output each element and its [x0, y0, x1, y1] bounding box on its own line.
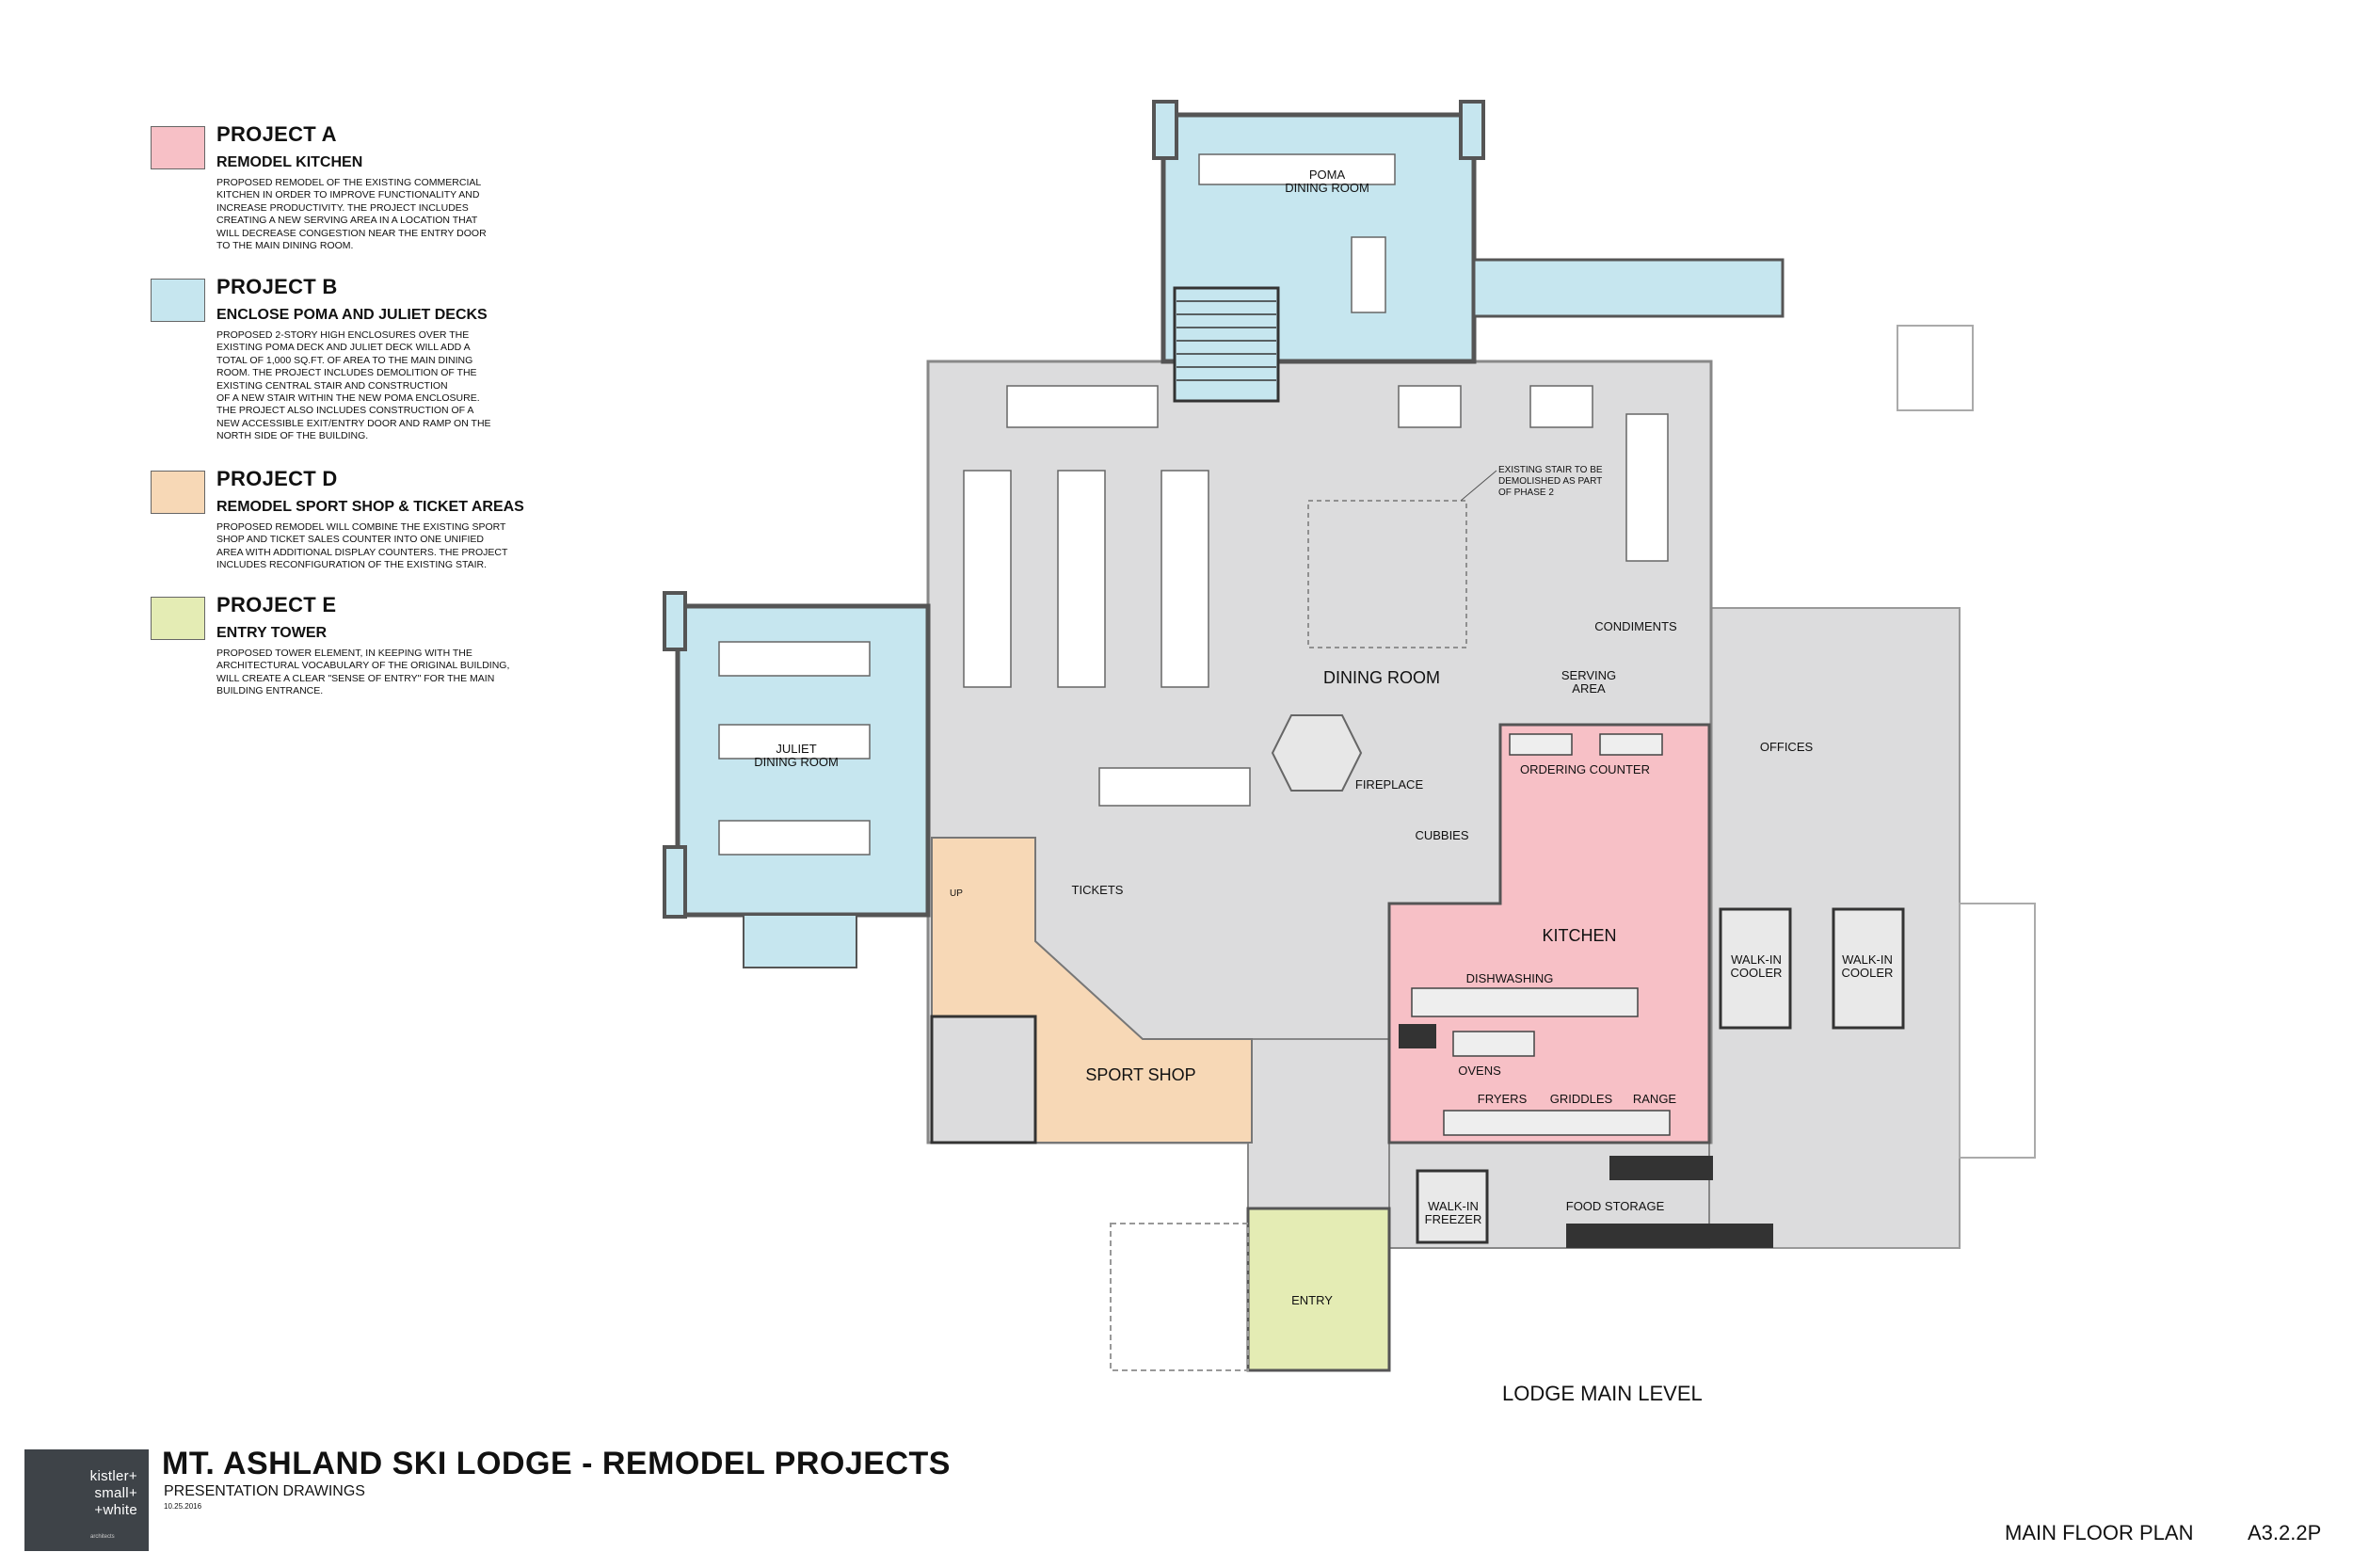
legend-description: PROPOSED REMODEL OF THE EXISTING COMMERC…	[216, 177, 487, 252]
juliet-ramp	[743, 914, 857, 968]
label-fireplace: FIREPLACE	[1355, 777, 1424, 792]
label-ordering-counter: ORDERING COUNTER	[1520, 762, 1650, 776]
logo-line-1: kistler+	[89, 1468, 137, 1484]
legend-swatch-project-d	[151, 471, 205, 514]
legend-title: PROJECT A	[216, 122, 337, 146]
label-tickets: TICKETS	[1072, 883, 1124, 897]
legend-description: PROPOSED 2-STORY HIGH ENCLOSURES OVER TH…	[216, 329, 491, 442]
note-line-3: OF PHASE 2	[1498, 488, 1554, 498]
north-outbuilding	[1897, 325, 1974, 411]
label-walk-in-cooler-2a: WALK-IN	[1842, 952, 1893, 967]
legend-swatch-project-a	[151, 126, 205, 169]
note-leader	[1460, 470, 1497, 502]
juliet-bay-top	[663, 591, 687, 651]
legend-subtitle: REMODEL KITCHEN	[216, 154, 363, 170]
legend-swatch-project-b	[151, 279, 205, 322]
level-label: LODGE MAIN LEVEL	[1502, 1382, 1703, 1405]
label-fryers: FRYERS	[1478, 1092, 1528, 1106]
legend-title: PROJECT B	[216, 275, 338, 298]
legend-description: PROPOSED REMODEL WILL COMBINE THE EXISTI…	[216, 521, 508, 571]
label-juliet-1: JULIET	[776, 742, 816, 756]
label-dishwashing: DISHWASHING	[1466, 971, 1554, 985]
label-cubbies: CUBBIES	[1415, 828, 1468, 842]
storage-shelving	[1399, 1024, 1773, 1248]
label-offices: OFFICES	[1760, 740, 1814, 754]
sport-shop-stair	[930, 1015, 1037, 1144]
walk-in-cooler-1	[1719, 907, 1792, 1030]
logo-line-2: small+	[94, 1485, 137, 1501]
walk-in-cooler-2	[1832, 907, 1905, 1030]
poma-stair	[1173, 286, 1280, 403]
label-condiments: CONDIMENTS	[1594, 619, 1677, 633]
walk-in-freezer	[1416, 1169, 1489, 1244]
firm-logo: kistler+ small+ +white architects	[24, 1449, 149, 1551]
lower-corridor	[1247, 1038, 1390, 1209]
entry-vestibule	[1110, 1223, 1249, 1371]
label-juliet-2: DINING ROOM	[754, 755, 839, 769]
label-serving-1: SERVING	[1561, 668, 1616, 682]
project-subtitle: PRESENTATION DRAWINGS	[164, 1483, 365, 1499]
label-serving-2: AREA	[1572, 681, 1606, 696]
label-walk-in-cooler-2b: COOLER	[1842, 966, 1894, 980]
logo-line-4: architects	[90, 1534, 115, 1540]
legend-subtitle: ENTRY TOWER	[216, 625, 328, 641]
fireplace	[1271, 714, 1363, 792]
legend-description: PROPOSED TOWER ELEMENT, IN KEEPING WITH …	[216, 648, 510, 697]
label-walk-in-freezer-a: WALK-IN	[1428, 1199, 1479, 1213]
poma-bay-left	[1152, 100, 1178, 160]
east-deck	[1959, 903, 2036, 1159]
existing-stair-demolished	[1307, 500, 1467, 648]
note-line-1: EXISTING STAIR TO BE	[1498, 465, 1603, 475]
sheet-number: A3.2.2P	[2248, 1521, 2322, 1544]
legend-subtitle: REMODEL SPORT SHOP & TICKET AREAS	[216, 499, 524, 515]
label-up: UP	[950, 888, 963, 899]
juliet-bay-bottom	[663, 845, 687, 919]
project-date: 10.25.2016	[164, 1502, 202, 1511]
poma-ramp	[1472, 258, 1785, 318]
label-range: RANGE	[1633, 1092, 1677, 1106]
project-title: MT. ASHLAND SKI LODGE - REMODEL PROJECTS	[162, 1446, 951, 1481]
legend-subtitle: ENCLOSE POMA AND JULIET DECKS	[216, 307, 488, 323]
label-walk-in-cooler-1a: WALK-IN	[1731, 952, 1782, 967]
label-dining-room: DINING ROOM	[1323, 668, 1440, 687]
note-line-2: DEMOLISHED AS PART	[1498, 476, 1602, 487]
legend-title: PROJECT D	[216, 467, 338, 490]
label-walk-in-cooler-1b: COOLER	[1731, 966, 1783, 980]
sheet-name: MAIN FLOOR PLAN	[2005, 1521, 2194, 1544]
legend-title: PROJECT E	[216, 593, 337, 616]
label-kitchen: KITCHEN	[1542, 926, 1616, 945]
label-poma-2: DINING ROOM	[1285, 181, 1369, 195]
label-griddles: GRIDDLES	[1550, 1092, 1613, 1106]
label-walk-in-freezer-b: FREEZER	[1425, 1212, 1482, 1226]
label-ovens: OVENS	[1458, 1064, 1501, 1078]
label-poma-1: POMA	[1309, 168, 1346, 182]
logo-line-3: +white	[94, 1502, 137, 1518]
poma-stair-treads	[1176, 300, 1276, 381]
label-sport-shop: SPORT SHOP	[1085, 1065, 1195, 1084]
legend-swatch-project-e	[151, 597, 205, 640]
entry-tower	[1246, 1207, 1391, 1372]
dining-tables	[718, 153, 1669, 856]
label-food-storage: FOOD STORAGE	[1566, 1199, 1665, 1213]
label-entry: ENTRY	[1291, 1293, 1333, 1307]
poma-bay-right	[1459, 100, 1485, 160]
kitchen-equipment	[1411, 733, 1671, 1136]
